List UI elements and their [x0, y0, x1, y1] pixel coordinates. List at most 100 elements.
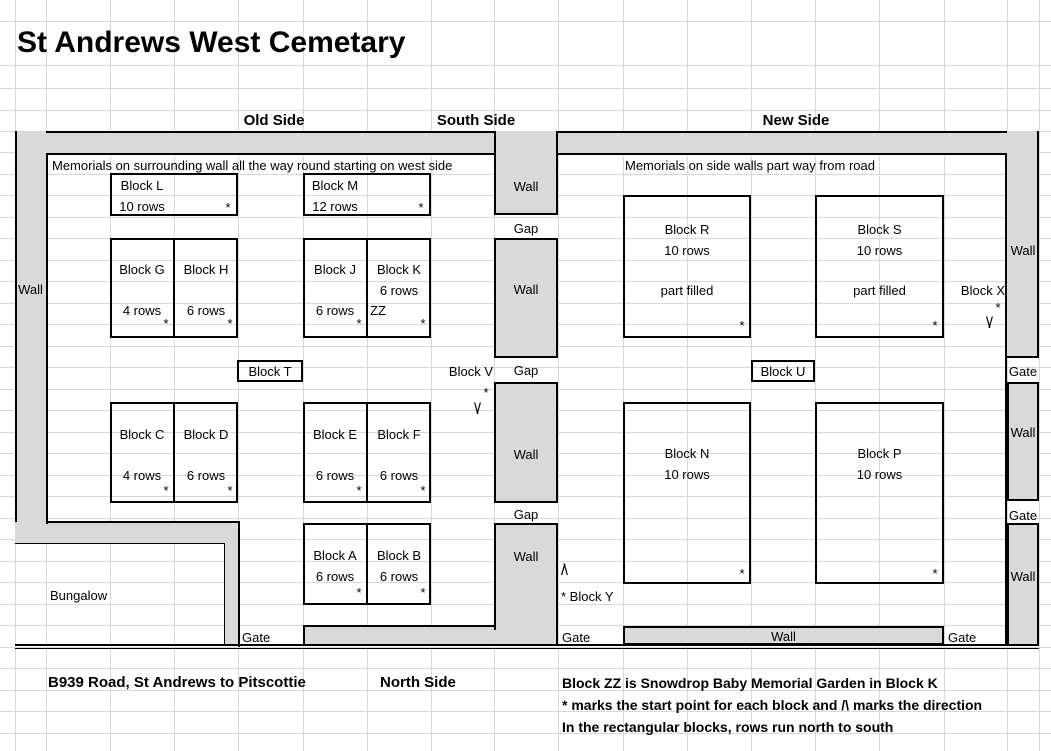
grid-row-line	[0, 217, 1051, 218]
block-EF-divider	[366, 402, 368, 503]
grid-row-line	[0, 110, 1051, 111]
block-U-name: Block U	[760, 364, 806, 379]
note-block-zz: Block ZZ is Snowdrop Baby Memorial Garde…	[562, 675, 938, 691]
grid-row-line	[0, 518, 1051, 519]
block-A-name: Block A	[313, 548, 357, 563]
west-memorials-note: Memorials on surrounding wall all the wa…	[52, 158, 453, 173]
block-B-name: Block B	[376, 548, 422, 563]
block-U-box	[751, 360, 815, 382]
gate-label-east-1: Gate	[1008, 364, 1038, 379]
heading-old-side: Old Side	[243, 112, 305, 129]
bungalow-thin-bottom	[15, 543, 225, 544]
block-GH-divider	[173, 238, 175, 338]
grid-col-line	[944, 0, 945, 751]
grid-col-line	[558, 0, 559, 751]
block-X-star: *	[995, 300, 1001, 315]
block-G-name: Block G	[119, 262, 165, 277]
wall-south-old	[303, 626, 496, 645]
block-M-rows: 12 rows	[312, 199, 358, 214]
grid-row-line	[0, 733, 1051, 734]
bungalow-wall-right-line	[238, 521, 240, 647]
wall-east-bottom	[1007, 523, 1039, 645]
block-H-name: Block H	[183, 262, 229, 277]
grid-col-line	[303, 0, 304, 751]
block-S-name: Block S	[857, 222, 902, 237]
block-N-box	[623, 402, 751, 584]
block-B-star: *	[420, 585, 426, 600]
block-F-rows: 6 rows	[379, 468, 419, 483]
block-V-star: *	[483, 385, 489, 400]
block-N-star: *	[739, 566, 745, 581]
wall-label-west: Wall	[18, 282, 43, 297]
block-P-box	[815, 402, 944, 584]
grid-col-line	[687, 0, 688, 751]
block-F-star: *	[420, 483, 426, 498]
wall-label-mid-4: Wall	[513, 549, 539, 564]
grid-row-line	[0, 88, 1051, 89]
bungalow-wall-top-line	[46, 521, 240, 523]
wall-label-east-2: Wall	[1010, 425, 1036, 440]
page-title: St Andrews West Cemetary	[17, 26, 406, 59]
block-A-rows: 6 rows	[315, 569, 355, 584]
block-JK-divider	[366, 238, 368, 338]
grid-row-line	[0, 21, 1051, 22]
gate-label-east-2: Gate	[1008, 508, 1038, 523]
gate-label-south-1: Gate	[242, 630, 271, 645]
block-T-name: Block T	[248, 364, 292, 379]
road-line-outer	[15, 644, 1039, 646]
grid-row-line	[0, 690, 1051, 691]
block-D-star: *	[227, 483, 233, 498]
inner-border-top-left	[46, 153, 496, 155]
block-V-direction-marker: \/	[474, 401, 481, 418]
inner-border-right	[1005, 153, 1007, 646]
wall-label-east-3: Wall	[1010, 569, 1036, 584]
block-C-name: Block C	[119, 427, 165, 442]
grid-row-line	[0, 65, 1051, 66]
block-R-name: Block R	[664, 222, 710, 237]
block-G-star: *	[163, 316, 169, 331]
block-V-name: Block V	[448, 364, 493, 379]
block-Y-name: * Block Y	[561, 589, 614, 604]
block-F-name: Block F	[377, 427, 421, 442]
wall-label-mid-1: Wall	[513, 179, 539, 194]
block-K-star: *	[420, 316, 426, 331]
block-G-rows: 4 rows	[122, 303, 162, 318]
block-P-star: *	[932, 566, 938, 581]
grid-col-line	[815, 0, 816, 751]
block-H-star: *	[227, 316, 233, 331]
block-R-fill: part filled	[660, 283, 714, 298]
grid-col-line	[494, 0, 495, 751]
wall-label-mid-2: Wall	[513, 282, 539, 297]
grid-col-line	[431, 0, 432, 751]
grid-col-line	[879, 0, 880, 751]
block-S-star: *	[932, 318, 938, 333]
new-memorials-note: Memorials on side walls part way from ro…	[625, 158, 875, 173]
block-R-rows: 10 rows	[664, 243, 710, 258]
block-S-fill: part filled	[853, 283, 906, 298]
grid-col-line	[110, 0, 111, 751]
block-X-direction-marker: \/	[986, 315, 993, 332]
wall-mid-4	[494, 523, 558, 645]
bungalow-label: Bungalow	[50, 588, 108, 603]
gate-label-south-3: Gate	[948, 630, 977, 645]
block-Y-direction-marker: /\	[561, 562, 568, 579]
block-P-name: Block P	[857, 446, 902, 461]
grid-row-line	[0, 711, 1051, 712]
wall-east-mid	[1007, 382, 1039, 501]
grid-col-line	[367, 0, 368, 751]
road-line-inner	[15, 648, 1039, 649]
block-R-box	[623, 195, 751, 338]
inner-border-left	[46, 153, 48, 524]
block-M-box	[303, 173, 431, 216]
block-H-rows: 6 rows	[186, 303, 226, 318]
block-C-star: *	[163, 483, 169, 498]
grid-col-line	[1007, 0, 1008, 751]
block-K-rows: 6 rows	[379, 283, 419, 298]
wall-label-east-1: Wall	[1010, 243, 1036, 258]
block-K-zz: ZZ	[370, 303, 386, 318]
block-B-rows: 6 rows	[379, 569, 419, 584]
block-E-rows: 6 rows	[315, 468, 355, 483]
wall-mid-2	[494, 238, 558, 358]
wall-mid4-left-line	[494, 523, 496, 630]
wall-south-old-top-line	[303, 625, 496, 627]
